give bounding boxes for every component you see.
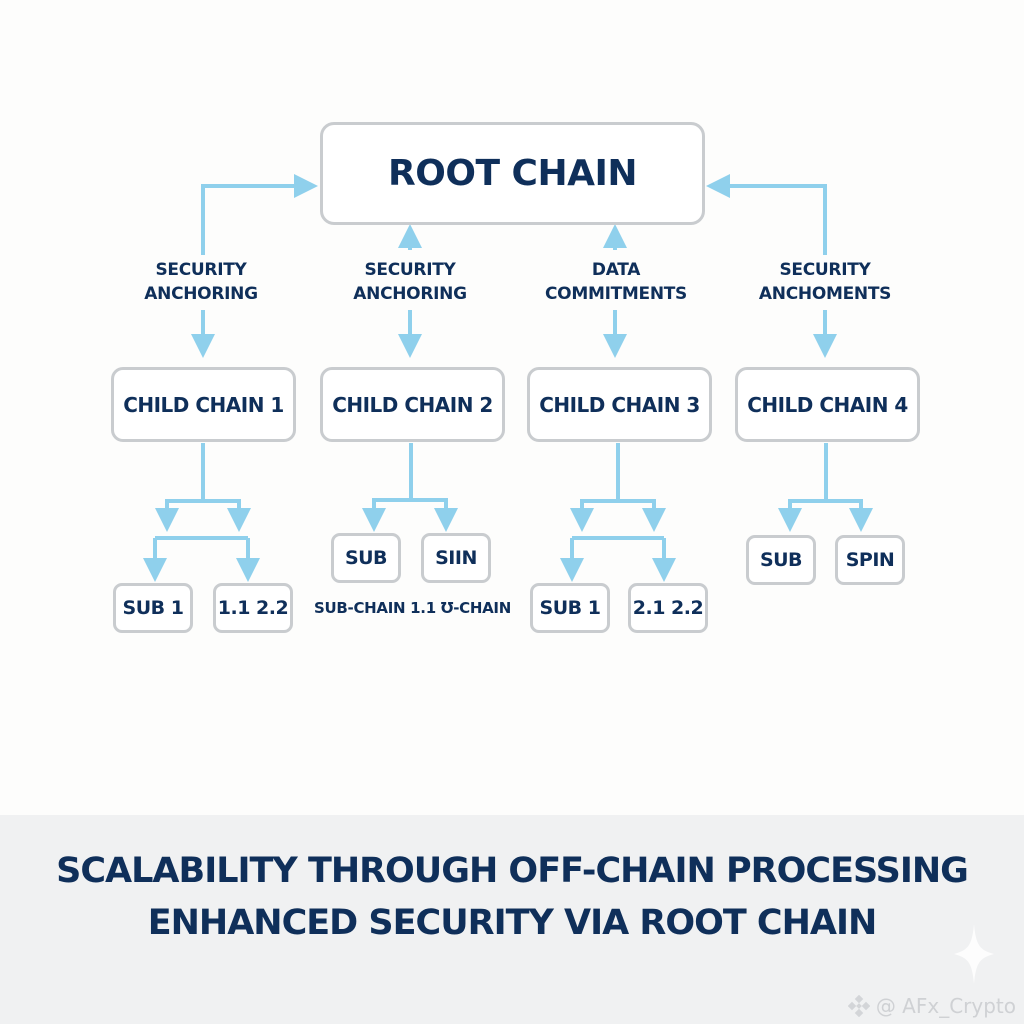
child-chain-2-node: CHILD CHAIN 2: [320, 367, 505, 442]
sub-chain-2b-label: SIIN: [435, 547, 477, 569]
sub-chain-1a-label: SUB 1: [122, 597, 184, 619]
branch-child1-level2: [153, 536, 250, 568]
connector-label-2-line1: SECURITY: [364, 260, 456, 280]
connector-layer: [143, 174, 873, 582]
sub-chain-2-caption: SUB-CHAIN 1.1 Ʊ-CHAIN: [314, 599, 511, 617]
footer-banner: SCALABILITY THROUGH OFF-CHAIN PROCESSING…: [0, 815, 1024, 1024]
sub-chain-3b-node: 2.1 2.2: [628, 583, 708, 633]
sub-chain-2a-label: SUB: [344, 547, 388, 569]
connector-label-4-line1: SECURITY: [779, 260, 871, 280]
connector-label-3-line2: COMMITMENTS: [545, 284, 687, 304]
sub-chain-1b-node: 1.1 2.2: [213, 583, 293, 633]
connector-label-4: SECURITY ANCHOMENTS: [759, 258, 891, 306]
sub-chain-2a-node: SUB: [331, 533, 401, 583]
branch-child1: [165, 443, 241, 518]
branch-child3: [580, 443, 656, 518]
branch-child2: [372, 443, 448, 518]
watermark-text: @ AFx_Crypto: [875, 994, 1016, 1018]
child-chain-4-node: CHILD CHAIN 4: [735, 367, 920, 442]
sub-chain-1a-node: SUB 1: [113, 583, 193, 633]
connector-label-4-line2: ANCHOMENTS: [758, 284, 892, 304]
sub-chain-4a-node: SUB: [746, 535, 816, 585]
connector-label-2: SECURITY ANCHORING: [353, 258, 467, 306]
sub-chain-3a-node: SUB 1: [530, 583, 610, 633]
connector-label-1-line2: ANCHORING: [144, 284, 258, 304]
footer-headline-2: ENHANCED SECURITY VIA ROOT CHAIN: [147, 903, 878, 943]
child-chain-1-label: CHILD CHAIN 1: [123, 392, 284, 417]
child-chain-1-node: CHILD CHAIN 1: [111, 367, 296, 442]
sub-chain-4b-node: SPIN: [835, 535, 905, 585]
connector-label-1: SECURITY ANCHORING: [144, 258, 258, 306]
binance-logo-icon: [847, 995, 870, 1017]
sub-chain-2b-node: SIIN: [421, 533, 491, 583]
diagram-canvas: ROOT CHAIN SECURITY ANCHORING SECURITY A…: [111, 122, 920, 633]
sub-chain-4a-label: SUB: [759, 549, 803, 571]
sub-chain-3b-label: 2.1 2.2: [632, 597, 704, 619]
sub-chain-3a-label: SUB 1: [539, 597, 601, 619]
connector-label-3-line1: DATA: [591, 260, 641, 280]
child-chain-2-label: CHILD CHAIN 2: [332, 392, 493, 417]
branch-child3-level2: [570, 536, 666, 568]
connector-label-2-line2: ANCHORING: [353, 284, 467, 304]
watermark: @ AFx_Crypto: [847, 994, 1016, 1018]
child-chain-3-node: CHILD CHAIN 3: [527, 367, 712, 442]
connector-label-3: DATA COMMITMENTS: [545, 258, 687, 306]
sub-chain-4b-label: SPIN: [845, 549, 895, 571]
branch-child4: [788, 443, 863, 518]
root-chain-label: ROOT CHAIN: [388, 153, 637, 194]
connector-label-1-line1: SECURITY: [155, 260, 247, 280]
arrow-child4-to-root: [706, 174, 827, 255]
arrow-child1-to-root: [201, 174, 318, 255]
root-chain-node: ROOT CHAIN: [320, 122, 705, 225]
sub-chain-1b-label: 1.1 2.2: [217, 597, 289, 619]
child-chain-4-label: CHILD CHAIN 4: [747, 392, 908, 417]
sparkle-icon: [954, 924, 994, 984]
child-chain-3-label: CHILD CHAIN 3: [539, 392, 700, 417]
footer-headline-1: SCALABILITY THROUGH OFF-CHAIN PROCESSING: [56, 851, 969, 891]
